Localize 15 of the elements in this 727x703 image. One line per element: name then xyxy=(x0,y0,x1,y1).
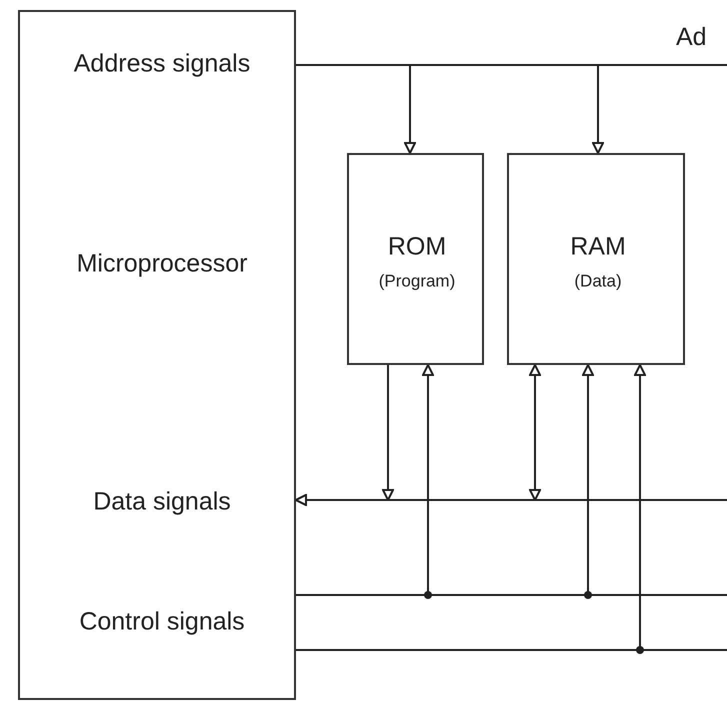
block-box xyxy=(507,153,685,365)
block-label: Address signals xyxy=(74,50,250,78)
block-label: RAM xyxy=(570,233,626,261)
bus-line xyxy=(296,64,727,66)
block-sublabel: (Data) xyxy=(574,272,622,292)
arrow xyxy=(295,494,727,506)
block-sublabel: (Program) xyxy=(378,272,456,292)
block-box xyxy=(18,10,296,700)
bus-line xyxy=(296,649,727,651)
block-label: Microprocessor xyxy=(76,250,248,278)
bus-label: Ad xyxy=(676,24,707,52)
block-label: Data signals xyxy=(93,488,231,516)
block-box xyxy=(347,153,484,365)
block-label: ROM xyxy=(388,233,446,261)
block-label: Control signals xyxy=(79,608,245,636)
